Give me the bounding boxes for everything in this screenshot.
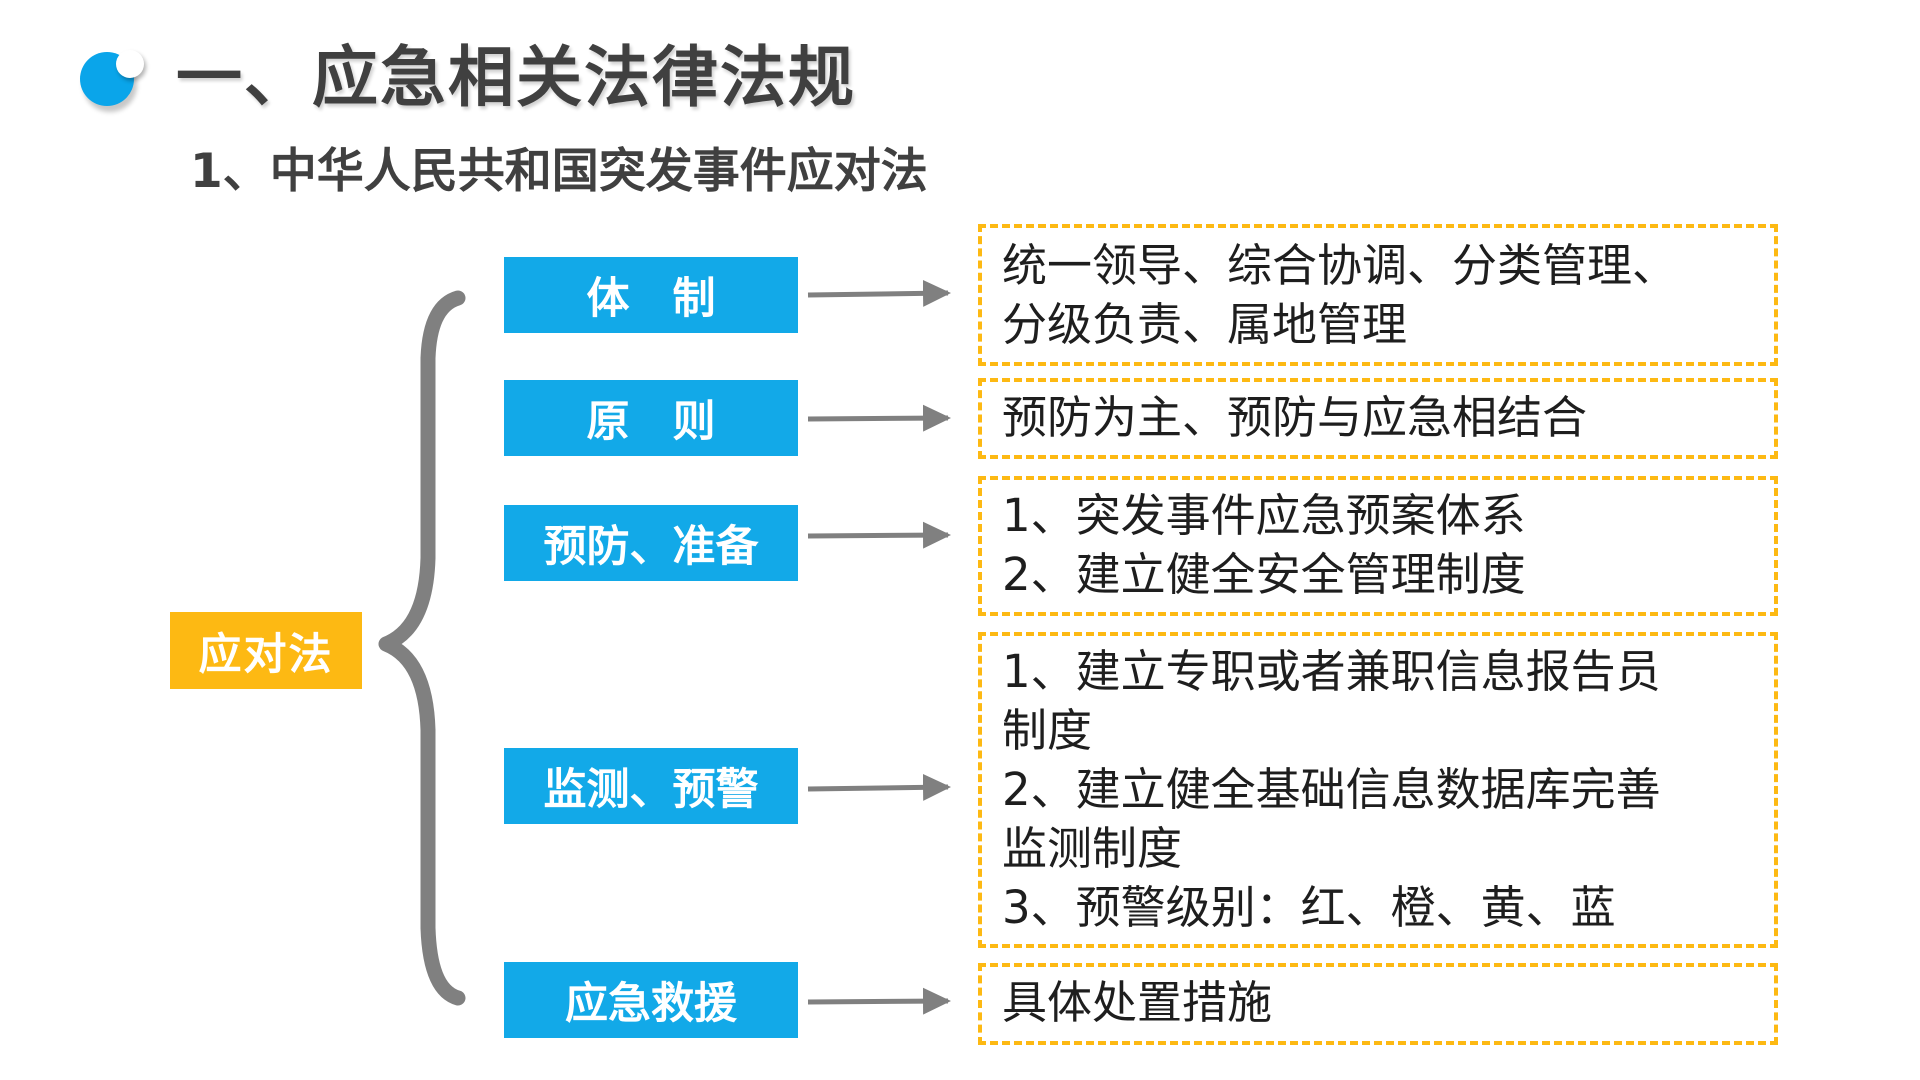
- category-principle: 原 则: [504, 380, 798, 456]
- desc-line: 预防为主、预防与应急相结合: [1002, 391, 1588, 444]
- desc-rescue: 具体处置措施: [978, 963, 1778, 1045]
- desc-line: 监测制度: [1002, 822, 1183, 875]
- category-monitoring-warning: 监测、预警: [504, 748, 798, 824]
- arrow-prevention: [807, 521, 951, 549]
- desc-monitoring: 1、建立专职或者兼职信息报告员 制度 2、建立健全基础信息数据库完善 监测制度 …: [978, 632, 1778, 948]
- desc-line: 具体处置措施: [1002, 976, 1273, 1029]
- category-system: 体 制: [504, 257, 798, 333]
- page-title: 一、应急相关法律法规: [176, 39, 856, 116]
- desc-line: 分级负责、属地管理: [1002, 298, 1408, 351]
- desc-line: 制度: [1002, 704, 1093, 757]
- logo-white-dot: [116, 50, 144, 78]
- curly-brace-icon: [378, 290, 466, 1006]
- desc-system: 统一领导、综合协调、分类管理、 分级负责、属地管理: [978, 224, 1778, 366]
- desc-line: 2、建立健全基础信息数据库完善: [1002, 763, 1661, 816]
- desc-line: 3、预警级别：红、橙、黄、蓝: [1002, 881, 1616, 934]
- arrow-principle: [807, 404, 951, 432]
- root-node: 应对法: [170, 612, 362, 689]
- page-subtitle: 1、中华人民共和国突发事件应对法: [190, 144, 928, 199]
- category-emergency-rescue: 应急救援: [504, 962, 798, 1038]
- arrow-system: [807, 279, 951, 307]
- category-prevention-preparation: 预防、准备: [504, 505, 798, 581]
- desc-line: 统一领导、综合协调、分类管理、: [1002, 239, 1678, 292]
- arrow-monitoring: [807, 773, 951, 801]
- desc-line: 2、建立健全安全管理制度: [1002, 548, 1526, 601]
- bullet-logo-icon: [80, 50, 150, 108]
- arrow-rescue: [807, 987, 951, 1015]
- desc-line: 1、突发事件应急预案体系: [1002, 489, 1526, 542]
- desc-prevention: 1、突发事件应急预案体系 2、建立健全安全管理制度: [978, 476, 1778, 616]
- desc-line: 1、建立专职或者兼职信息报告员: [1002, 645, 1661, 698]
- desc-principle: 预防为主、预防与应急相结合: [978, 378, 1778, 459]
